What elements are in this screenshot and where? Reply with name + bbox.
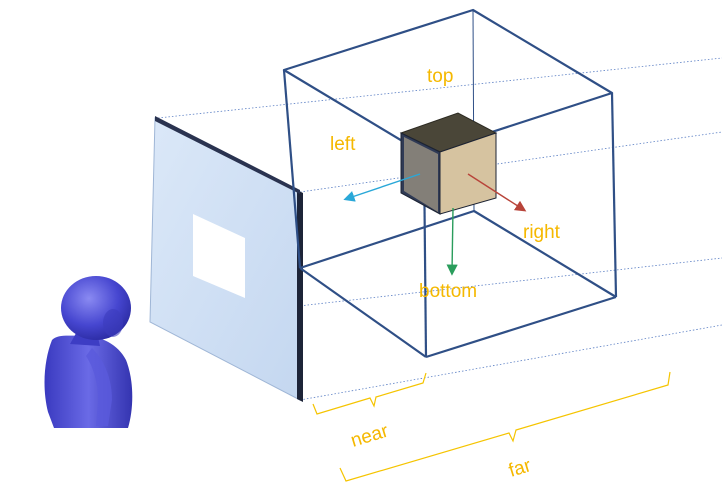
far-brace [339,371,671,482]
arrow-left [343,173,421,202]
near-brace [312,372,427,415]
cube-icon [399,112,498,215]
label-top: top [427,66,453,87]
label-right: right [523,222,561,243]
viewer-figure-icon [44,276,133,428]
label-far: far [506,455,534,482]
label-bottom: bottom [419,281,477,302]
screen-window [193,214,245,298]
frustum-box [282,8,618,359]
view-screen [149,116,303,402]
arrow-bottom [446,207,458,276]
label-near: near [348,420,391,451]
direction-arrows [343,173,527,276]
arrow-right [467,173,527,212]
label-left: left [330,134,356,155]
